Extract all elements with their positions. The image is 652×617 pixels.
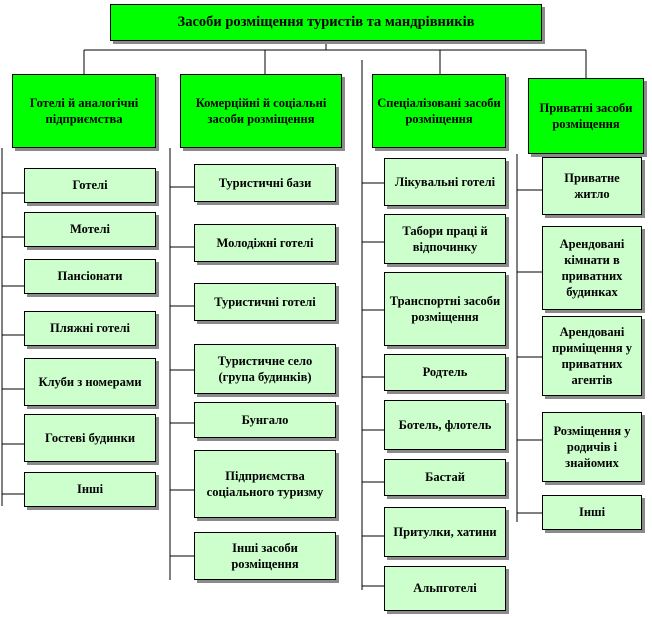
- item-other-accommodation: Інші засоби розміщення: [194, 532, 336, 580]
- item-rented-rooms: Арендовані кімнати в приватних будинках: [542, 226, 642, 310]
- item-alphotels: Альпготелі: [384, 566, 506, 611]
- item-beach-hotels: Пляжні готелі: [24, 311, 156, 346]
- column-header-private: Приватні засоби розміщення: [528, 78, 644, 154]
- item-shelters-huts: Притулки, хатини: [384, 507, 506, 557]
- item-boarding-houses: Пансіонати: [24, 259, 156, 294]
- item-medical-hotels: Лікувальні готелі: [384, 158, 506, 206]
- item-social-tourism: Підприємства соціального туризму: [194, 450, 336, 518]
- item-bungalow: Бунгало: [194, 402, 336, 438]
- column-header-specialized: Спеціалізовані засоби розміщення: [372, 74, 506, 148]
- item-private-housing: Приватне житло: [542, 157, 642, 215]
- item-roadtel: Родтель: [384, 354, 506, 391]
- item-col1-other: Інші: [24, 472, 156, 507]
- diagram-title: Засоби розміщення туристів та мандрівник…: [110, 4, 542, 41]
- item-hotels: Готелі: [24, 168, 156, 203]
- item-motels: Мотелі: [24, 212, 156, 247]
- item-boatel-flotel: Ботель, флотель: [384, 400, 506, 450]
- item-youth-hotels: Молодіжні готелі: [194, 224, 336, 262]
- item-tourist-hotels: Туристичні готелі: [194, 283, 336, 321]
- item-relatives-friends: Розміщення у родичів і знайомих: [542, 412, 642, 482]
- item-rented-premises-agents: Арендовані приміщення у приватних агенті…: [542, 316, 642, 396]
- column-header-hotels: Готелі й аналогічні підприємства: [12, 74, 156, 148]
- column-header-commercial-social: Комерційні й соціальні засоби розміщення: [180, 74, 342, 148]
- item-guest-houses: Гостеві будинки: [24, 414, 156, 462]
- item-tourist-village: Туристичне село (група будинків): [194, 344, 336, 394]
- item-transport-accommodation: Транспортні засоби розміщення: [384, 272, 506, 346]
- item-work-rest-camps: Табори праці й відпочинку: [384, 214, 506, 264]
- item-clubs-with-rooms: Клуби з номерами: [24, 358, 156, 406]
- item-col4-other: Інші: [542, 495, 642, 530]
- item-bastai: Бастай: [384, 459, 506, 496]
- item-tourist-bases: Туристичні бази: [194, 164, 336, 202]
